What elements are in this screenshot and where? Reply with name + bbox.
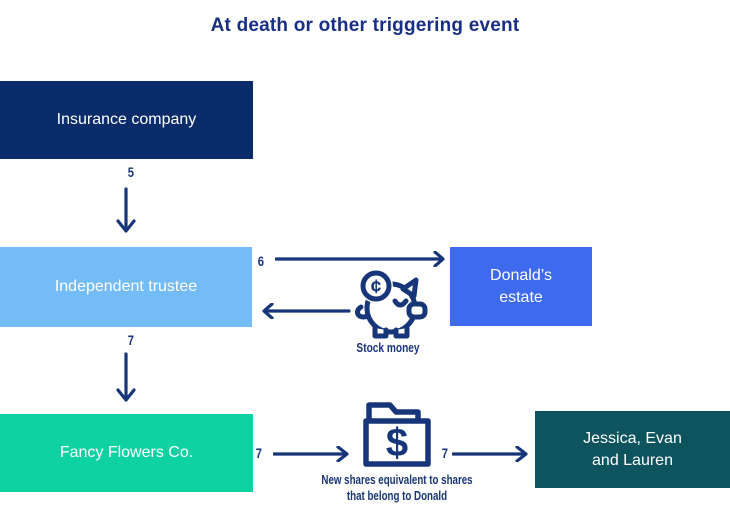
step-7-fancy-label: 7 <box>255 444 263 461</box>
arrow-insurance-to-trustee <box>113 187 139 239</box>
step-5-label: 5 <box>127 163 135 180</box>
stock-money-caption: Stock money <box>356 340 420 355</box>
box-beneficiaries-label-line2: and Lauren <box>592 451 673 469</box>
folder-dollar-symbol: $ <box>386 421 408 465</box>
arrow-fancy-to-folder <box>273 446 353 462</box>
box-insurance-company-label: Insurance company <box>56 111 197 128</box>
arrow-folder-to-beneficiaries <box>452 446 532 462</box>
coin-cent-symbol: ¢ <box>371 277 382 298</box>
step-7-folder-label: 7 <box>441 444 449 461</box>
box-independent-trustee-label: Independent trustee <box>54 278 198 295</box>
box-beneficiaries-label-line1: Jessica, Evan <box>583 429 682 447</box>
box-fancy-flowers: Fancy Flowers Co. <box>0 414 253 492</box>
step-6-label: 6 <box>257 252 265 269</box>
box-donalds-estate: Donald’s estate <box>450 247 592 326</box>
box-donalds-estate-label-line2: estate <box>499 288 543 306</box>
box-insurance-company: Insurance company <box>0 81 253 159</box>
new-shares-caption: New shares equivalent to shares that bel… <box>321 473 473 503</box>
box-donalds-estate-label-line1: Donald’s <box>490 266 552 284</box>
step-7-trustee-label: 7 <box>127 331 135 348</box>
box-beneficiaries: Jessica, Evan and Lauren <box>535 411 730 488</box>
money-folder-icon: $ <box>361 400 433 473</box>
box-independent-trustee: Independent trustee <box>0 247 252 327</box>
piggy-bank-icon: ¢ <box>346 266 434 345</box>
diagram-title: At death or other triggering event <box>210 15 520 36</box>
arrow-trustee-to-fancy <box>113 352 139 408</box>
arrow-trustee-to-estate <box>275 251 447 267</box>
arrow-estate-to-trustee <box>255 303 351 319</box>
box-fancy-flowers-label: Fancy Flowers Co. <box>59 444 194 461</box>
